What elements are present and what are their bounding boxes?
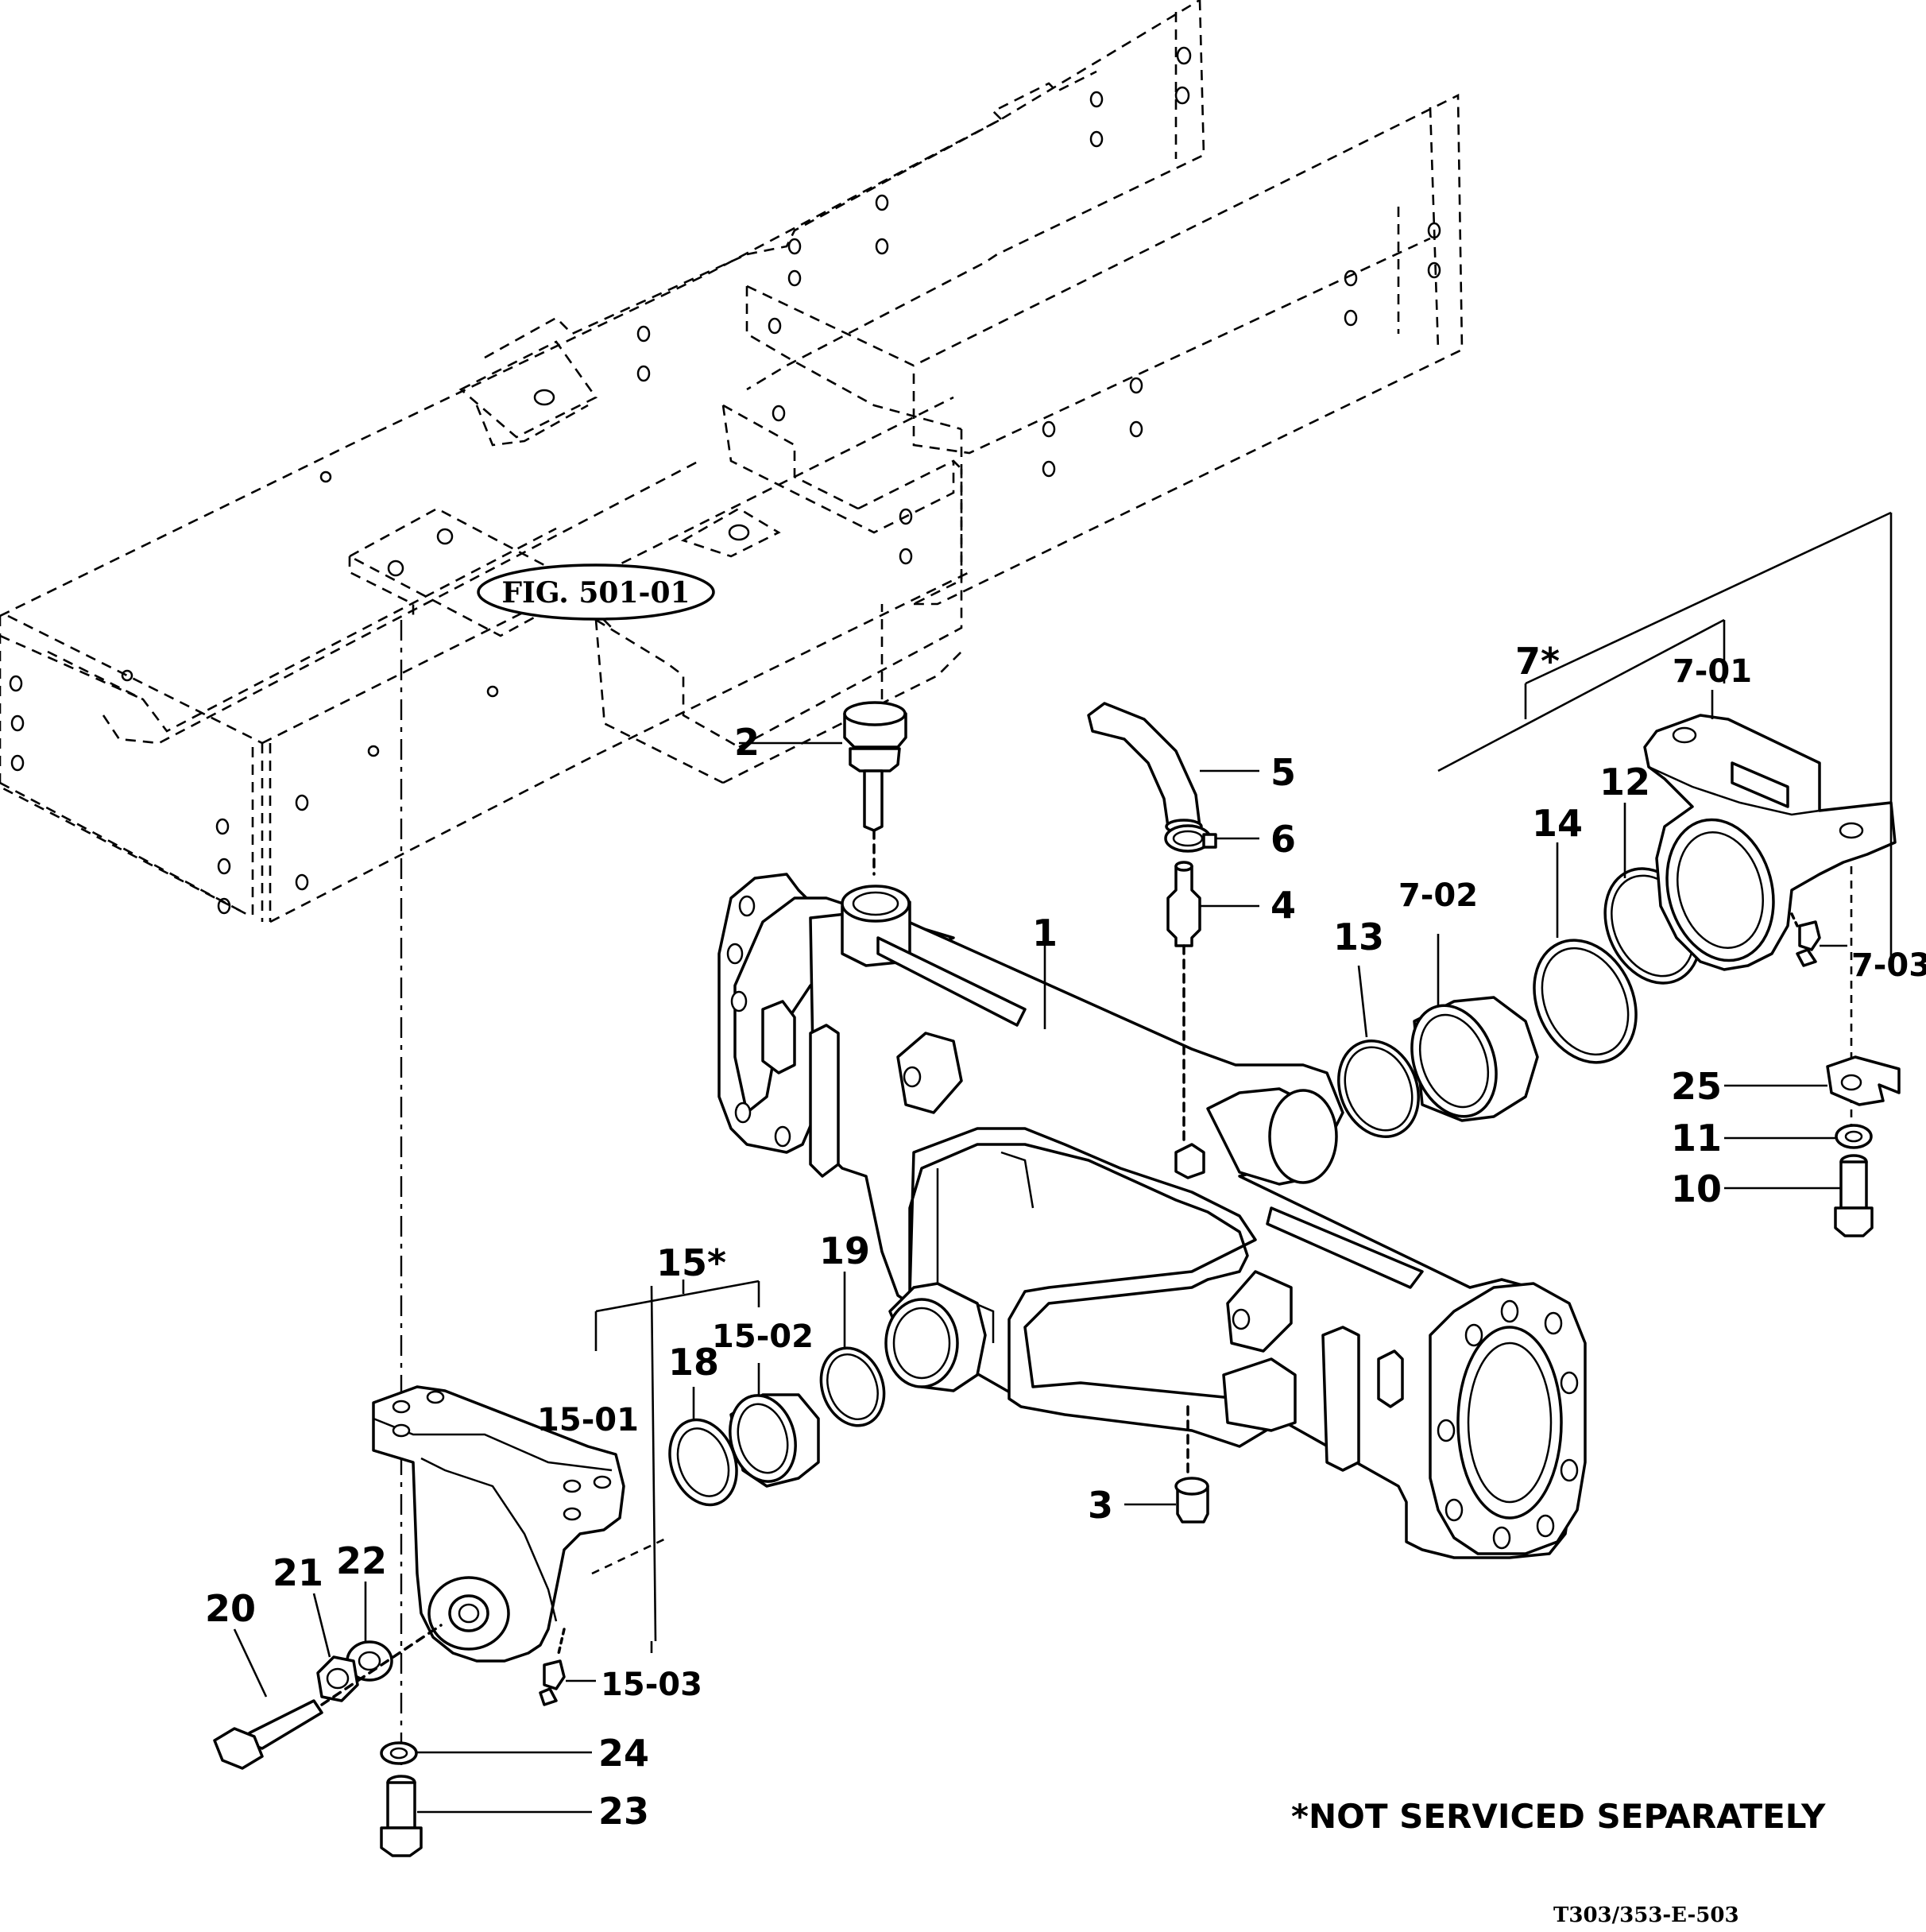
bushing-part-7-02 xyxy=(1410,934,1539,1122)
lock-plate-part-25 xyxy=(1724,1055,1901,1106)
bushing-part-15-02 xyxy=(729,1363,820,1488)
callout-19[interactable]: 19 xyxy=(819,1229,870,1272)
callout-21[interactable]: 21 xyxy=(273,1551,323,1594)
callout-20[interactable]: 20 xyxy=(205,1587,256,1630)
breather-fitting-part-4 xyxy=(1166,861,1259,1146)
callout-7-01[interactable]: 7-01 xyxy=(1673,653,1752,690)
figure-reference-badge[interactable]: FIG. 501-01 xyxy=(477,563,715,621)
callout-labels: 1 2 3 4 5 6 7* 7-01 7-02 7-03 10 11 12 1… xyxy=(205,640,1926,1833)
o-ring-part-13 xyxy=(1337,965,1420,1138)
washer-part-22 xyxy=(346,1582,393,1682)
callout-6[interactable]: 6 xyxy=(1270,818,1296,861)
washer-part-24 xyxy=(380,1741,592,1765)
bolt-part-20 xyxy=(213,1624,443,1770)
callout-3[interactable]: 3 xyxy=(1088,1484,1113,1527)
callout-15-03[interactable]: 15-03 xyxy=(601,1667,702,1703)
callout-11[interactable]: 11 xyxy=(1671,1117,1722,1160)
seal-ring-part-14 xyxy=(1533,842,1638,1064)
group-15-leader xyxy=(591,1280,760,1653)
washer-part-11 xyxy=(1724,1124,1873,1149)
callout-18[interactable]: 18 xyxy=(668,1341,719,1384)
bolt-part-10 xyxy=(1724,1154,1874,1237)
front-axle-housing xyxy=(717,873,1587,1559)
callout-24[interactable]: 24 xyxy=(598,1732,649,1775)
nut-part-21 xyxy=(312,1593,359,1702)
drain-plug-part-3 xyxy=(1124,1405,1209,1524)
callout-15-02[interactable]: 15-02 xyxy=(712,1318,814,1355)
callout-12[interactable]: 12 xyxy=(1599,761,1650,803)
drawing-code: T303/353-E-503 xyxy=(1553,1903,1739,1927)
callout-4[interactable]: 4 xyxy=(1270,884,1296,927)
callout-1[interactable]: 1 xyxy=(1032,912,1058,954)
breather-hose-part-5 xyxy=(1087,702,1259,834)
callout-25[interactable]: 25 xyxy=(1671,1065,1722,1108)
callout-23[interactable]: 23 xyxy=(598,1790,649,1833)
o-ring-part-19 xyxy=(819,1272,886,1427)
footnote-not-serviced: *NOT SERVICED SEPARATELY xyxy=(1291,1797,1826,1836)
callout-2[interactable]: 2 xyxy=(734,721,760,764)
group-7-leader xyxy=(1437,511,1893,966)
grease-fitting-part-15-03 xyxy=(539,1628,596,1706)
callout-10[interactable]: 10 xyxy=(1671,1167,1722,1210)
dipstick-part-2 xyxy=(739,701,907,876)
rear-support-part-7-01 xyxy=(1643,690,1897,1129)
figure-reference-text: FIG. 501-01 xyxy=(501,576,690,610)
callout-7[interactable]: 7* xyxy=(1515,640,1560,683)
callout-13[interactable]: 13 xyxy=(1333,916,1384,958)
tractor-frame-phantom xyxy=(0,0,1464,923)
grease-fitting-part-7-03 xyxy=(1790,912,1847,967)
callout-15-01[interactable]: 15-01 xyxy=(537,1402,639,1438)
bolt-part-23 xyxy=(380,1775,592,1857)
callout-22[interactable]: 22 xyxy=(336,1539,387,1582)
callout-5[interactable]: 5 xyxy=(1270,751,1296,794)
callout-7-03[interactable]: 7-03 xyxy=(1851,947,1926,984)
callout-7-02[interactable]: 7-02 xyxy=(1398,877,1478,914)
hose-clamp-part-6 xyxy=(1164,824,1259,853)
front-support-part-15-01 xyxy=(372,1385,625,1663)
callout-15[interactable]: 15* xyxy=(656,1241,726,1284)
callout-14[interactable]: 14 xyxy=(1532,802,1583,845)
